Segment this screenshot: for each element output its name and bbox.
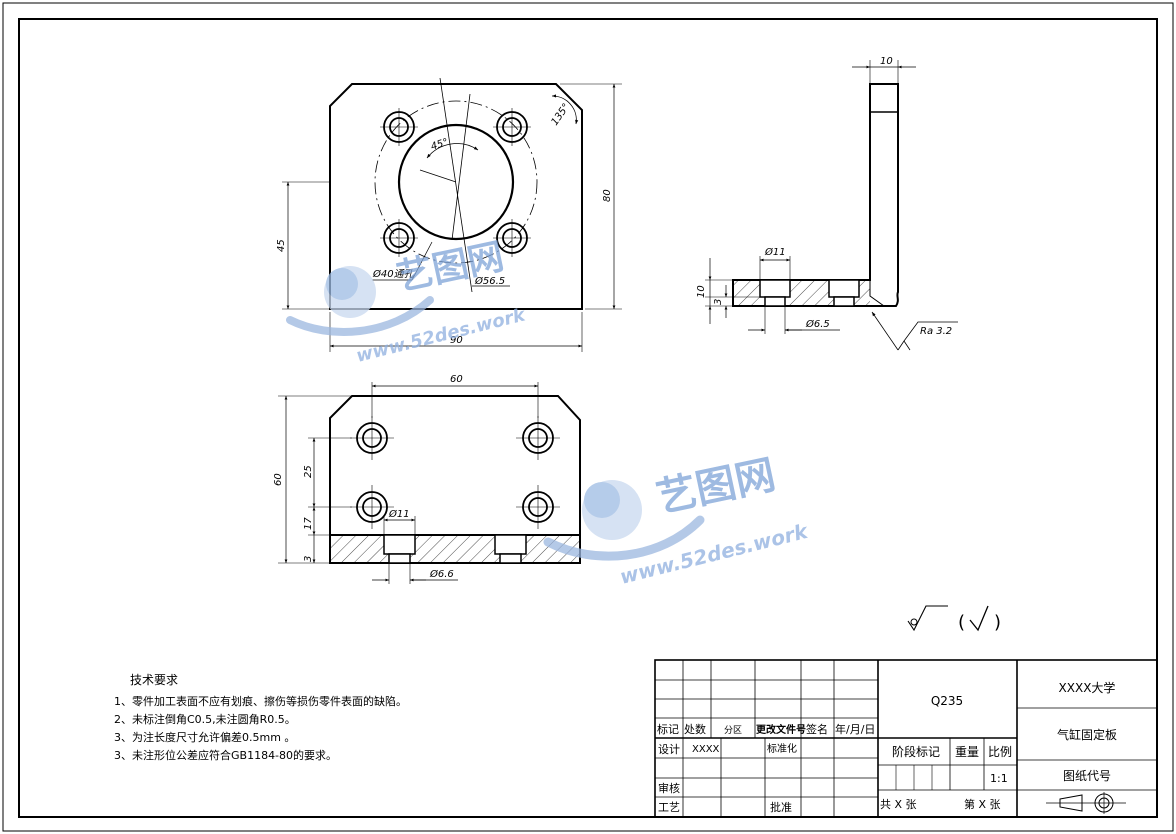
tech-requirement-item: 3、为注长度尺寸允许偏差0.5mm 。: [114, 730, 295, 744]
top-hole-label: Ø6.6: [429, 568, 454, 580]
top-height-label: 60: [273, 473, 284, 486]
watermark-url: www.52des.work: [354, 304, 528, 367]
projection-symbol-icon: [1046, 792, 1126, 814]
height-dim-label: 80: [602, 189, 613, 202]
scale-label: 比例: [988, 745, 1012, 759]
watermark-brand: 艺图网: [653, 452, 780, 522]
hole-height-dim-label: 45: [276, 239, 287, 252]
weight-label: 重量: [955, 745, 979, 759]
side-counterbore-label: Ø11: [764, 246, 786, 258]
signature-label: 签名: [806, 722, 828, 736]
watermark: 艺图网 www.52des.work: [286, 236, 528, 367]
watermark-logo-icon: [286, 266, 434, 336]
angle-leader: [451, 93, 471, 241]
top-hole-spacing-label: 60: [450, 374, 463, 385]
top-offset-label: 17: [303, 517, 314, 530]
mark-label: 标记: [657, 722, 679, 736]
top-counterbore-label: Ø11: [388, 508, 410, 520]
title-block: [654, 659, 1158, 818]
tech-requirements: 技术要求 1、零件加工表面不应有划痕、擦伤等损伤零件表面的缺陷。 2、未标注倒角…: [114, 673, 407, 762]
sheet-number-label: 第 X 张: [964, 797, 1001, 811]
title-block-text: Q235 XXXX大学 气缸固定板 图纸代号 标记 处数 分区 更改文件号 签名…: [657, 680, 1126, 814]
bolt-hole: [516, 485, 560, 529]
top-view: 60 60 25 17 3 Ø11 Ø6.6: [273, 374, 581, 584]
roughness-symbol: [897, 321, 958, 351]
bolt-hole: [380, 219, 418, 257]
side-depth-label: 3: [713, 299, 724, 305]
watermark: 艺图网 www.52des.work: [543, 452, 811, 589]
check-mark-icon: [969, 605, 989, 632]
front-view: 135° 45° Ø40通孔 Ø56.5 90 80 45: [276, 77, 622, 352]
side-hole-label: Ø6.5: [805, 318, 830, 330]
front-view-outline: [329, 83, 583, 310]
change-doc-label: 更改文件号: [756, 723, 806, 736]
angle-arc: [426, 143, 479, 159]
watermark-brand: 艺图网: [393, 236, 507, 299]
bolt-hole: [350, 485, 394, 529]
designer-name: XXXX: [692, 744, 720, 755]
side-thickness-label: 10: [696, 285, 707, 298]
date-label: 年/月/日: [835, 722, 875, 736]
chamfer-angle-arc: [551, 94, 579, 125]
part-name: 气缸固定板: [1057, 727, 1117, 742]
tech-requirement-item: 3、未注形位公差应符合GB1184-80的要求。: [114, 748, 337, 762]
count-label: 处数: [684, 723, 706, 736]
top-depth-label: 3: [303, 556, 314, 562]
total-sheets-label: 共 X 张: [880, 798, 917, 811]
bolt-hole: [350, 416, 394, 460]
bolt-hole: [380, 108, 418, 146]
roughness-mark-icon: [907, 605, 948, 632]
process-label: 工艺: [658, 801, 680, 814]
main-bore: [397, 123, 515, 241]
tech-requirements-title: 技术要求: [130, 673, 178, 687]
tech-requirement-item: 1、零件加工表面不应有划痕、擦伤等损伤零件表面的缺陷。: [114, 694, 407, 708]
scale-value: 1:1: [990, 772, 1008, 785]
inner-border: [18, 18, 1158, 818]
angle-leader: [439, 77, 473, 293]
side-view: 10 Ø11 10 3 Ø6.5 Ra 3.2: [696, 56, 958, 351]
bolt-hole: [493, 219, 531, 257]
roughness-label: Ra 3.2: [920, 326, 952, 337]
review-label: 审核: [658, 781, 680, 795]
material-label: Q235: [931, 694, 963, 708]
bolt-hole: [516, 416, 560, 460]
width-dim-label: 90: [450, 335, 463, 346]
zone-label: 分区: [724, 725, 742, 736]
bore-label: Ø40通孔: [372, 268, 415, 280]
approve-label: 批准: [770, 800, 792, 814]
pattern-angle-label: 45°: [430, 137, 450, 153]
top-width-label: 10: [880, 56, 893, 67]
side-view-outline: [732, 83, 899, 307]
design-label: 设计: [658, 743, 680, 756]
school-name: XXXX大学: [1059, 680, 1116, 695]
standardize-label: 标准化: [767, 742, 797, 755]
roughness-leader: [871, 311, 899, 351]
stage-mark-label: 阶段标记: [892, 744, 940, 759]
top-spacing-label: 25: [303, 465, 314, 478]
tech-requirement-item: 2、未标注倒角C0.5,未注圆角R0.5。: [114, 712, 296, 726]
bolt-hole: [493, 108, 531, 146]
paren-open: (: [958, 612, 965, 633]
watermark-logo-icon: [543, 480, 705, 561]
surface-finish-note: ( ): [907, 605, 1001, 633]
chamfer-angle-label: 135°: [549, 102, 572, 128]
drawing-code-label: 图纸代号: [1063, 769, 1111, 783]
paren-close: ): [994, 612, 1001, 633]
pcd-circle: [374, 100, 538, 264]
pcd-label: Ø56.5: [474, 275, 505, 287]
